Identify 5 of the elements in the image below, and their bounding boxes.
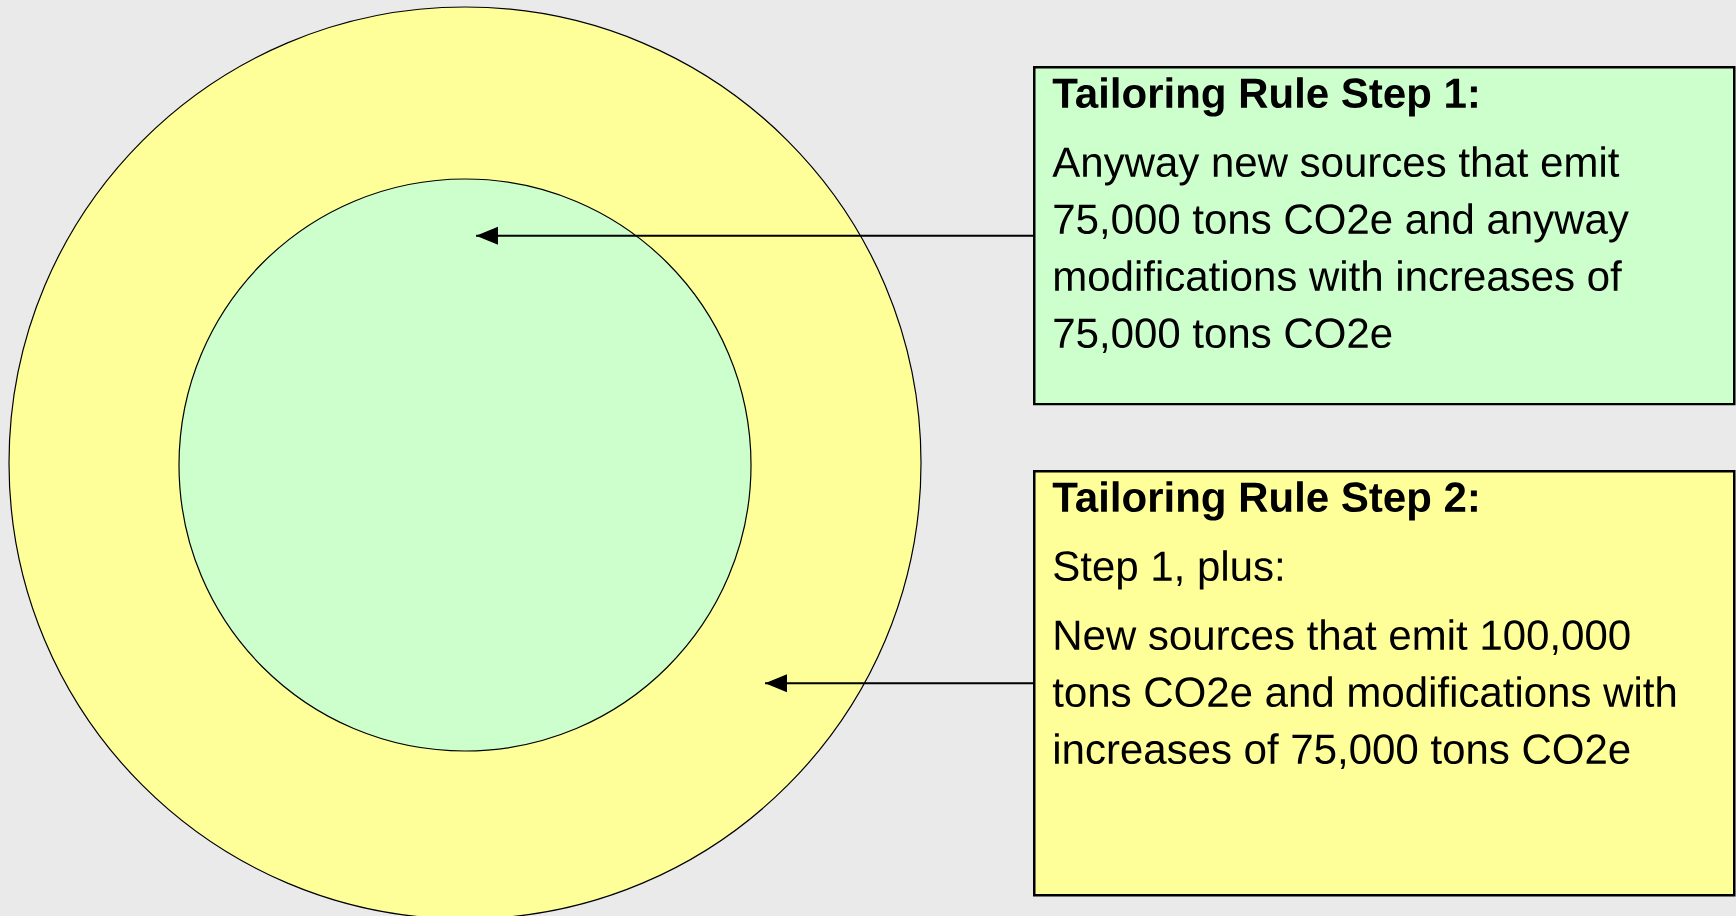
arrow: [764, 674, 1034, 693]
text-box: Tailoring Rule Step 1: Anyway new sources that emit 75,000 tons CO2e and anyway modifications with increases of 75,000 tons CO2e: [1033, 66, 1736, 406]
arrow: [475, 226, 1034, 245]
text-box: Tailoring Rule Step 2: Step 1, plus: New sources that emit 100,000 tons CO2e and modifications with increases of 75,000 tons CO2e: [1033, 470, 1736, 897]
inner-circle-region: [178, 178, 752, 752]
